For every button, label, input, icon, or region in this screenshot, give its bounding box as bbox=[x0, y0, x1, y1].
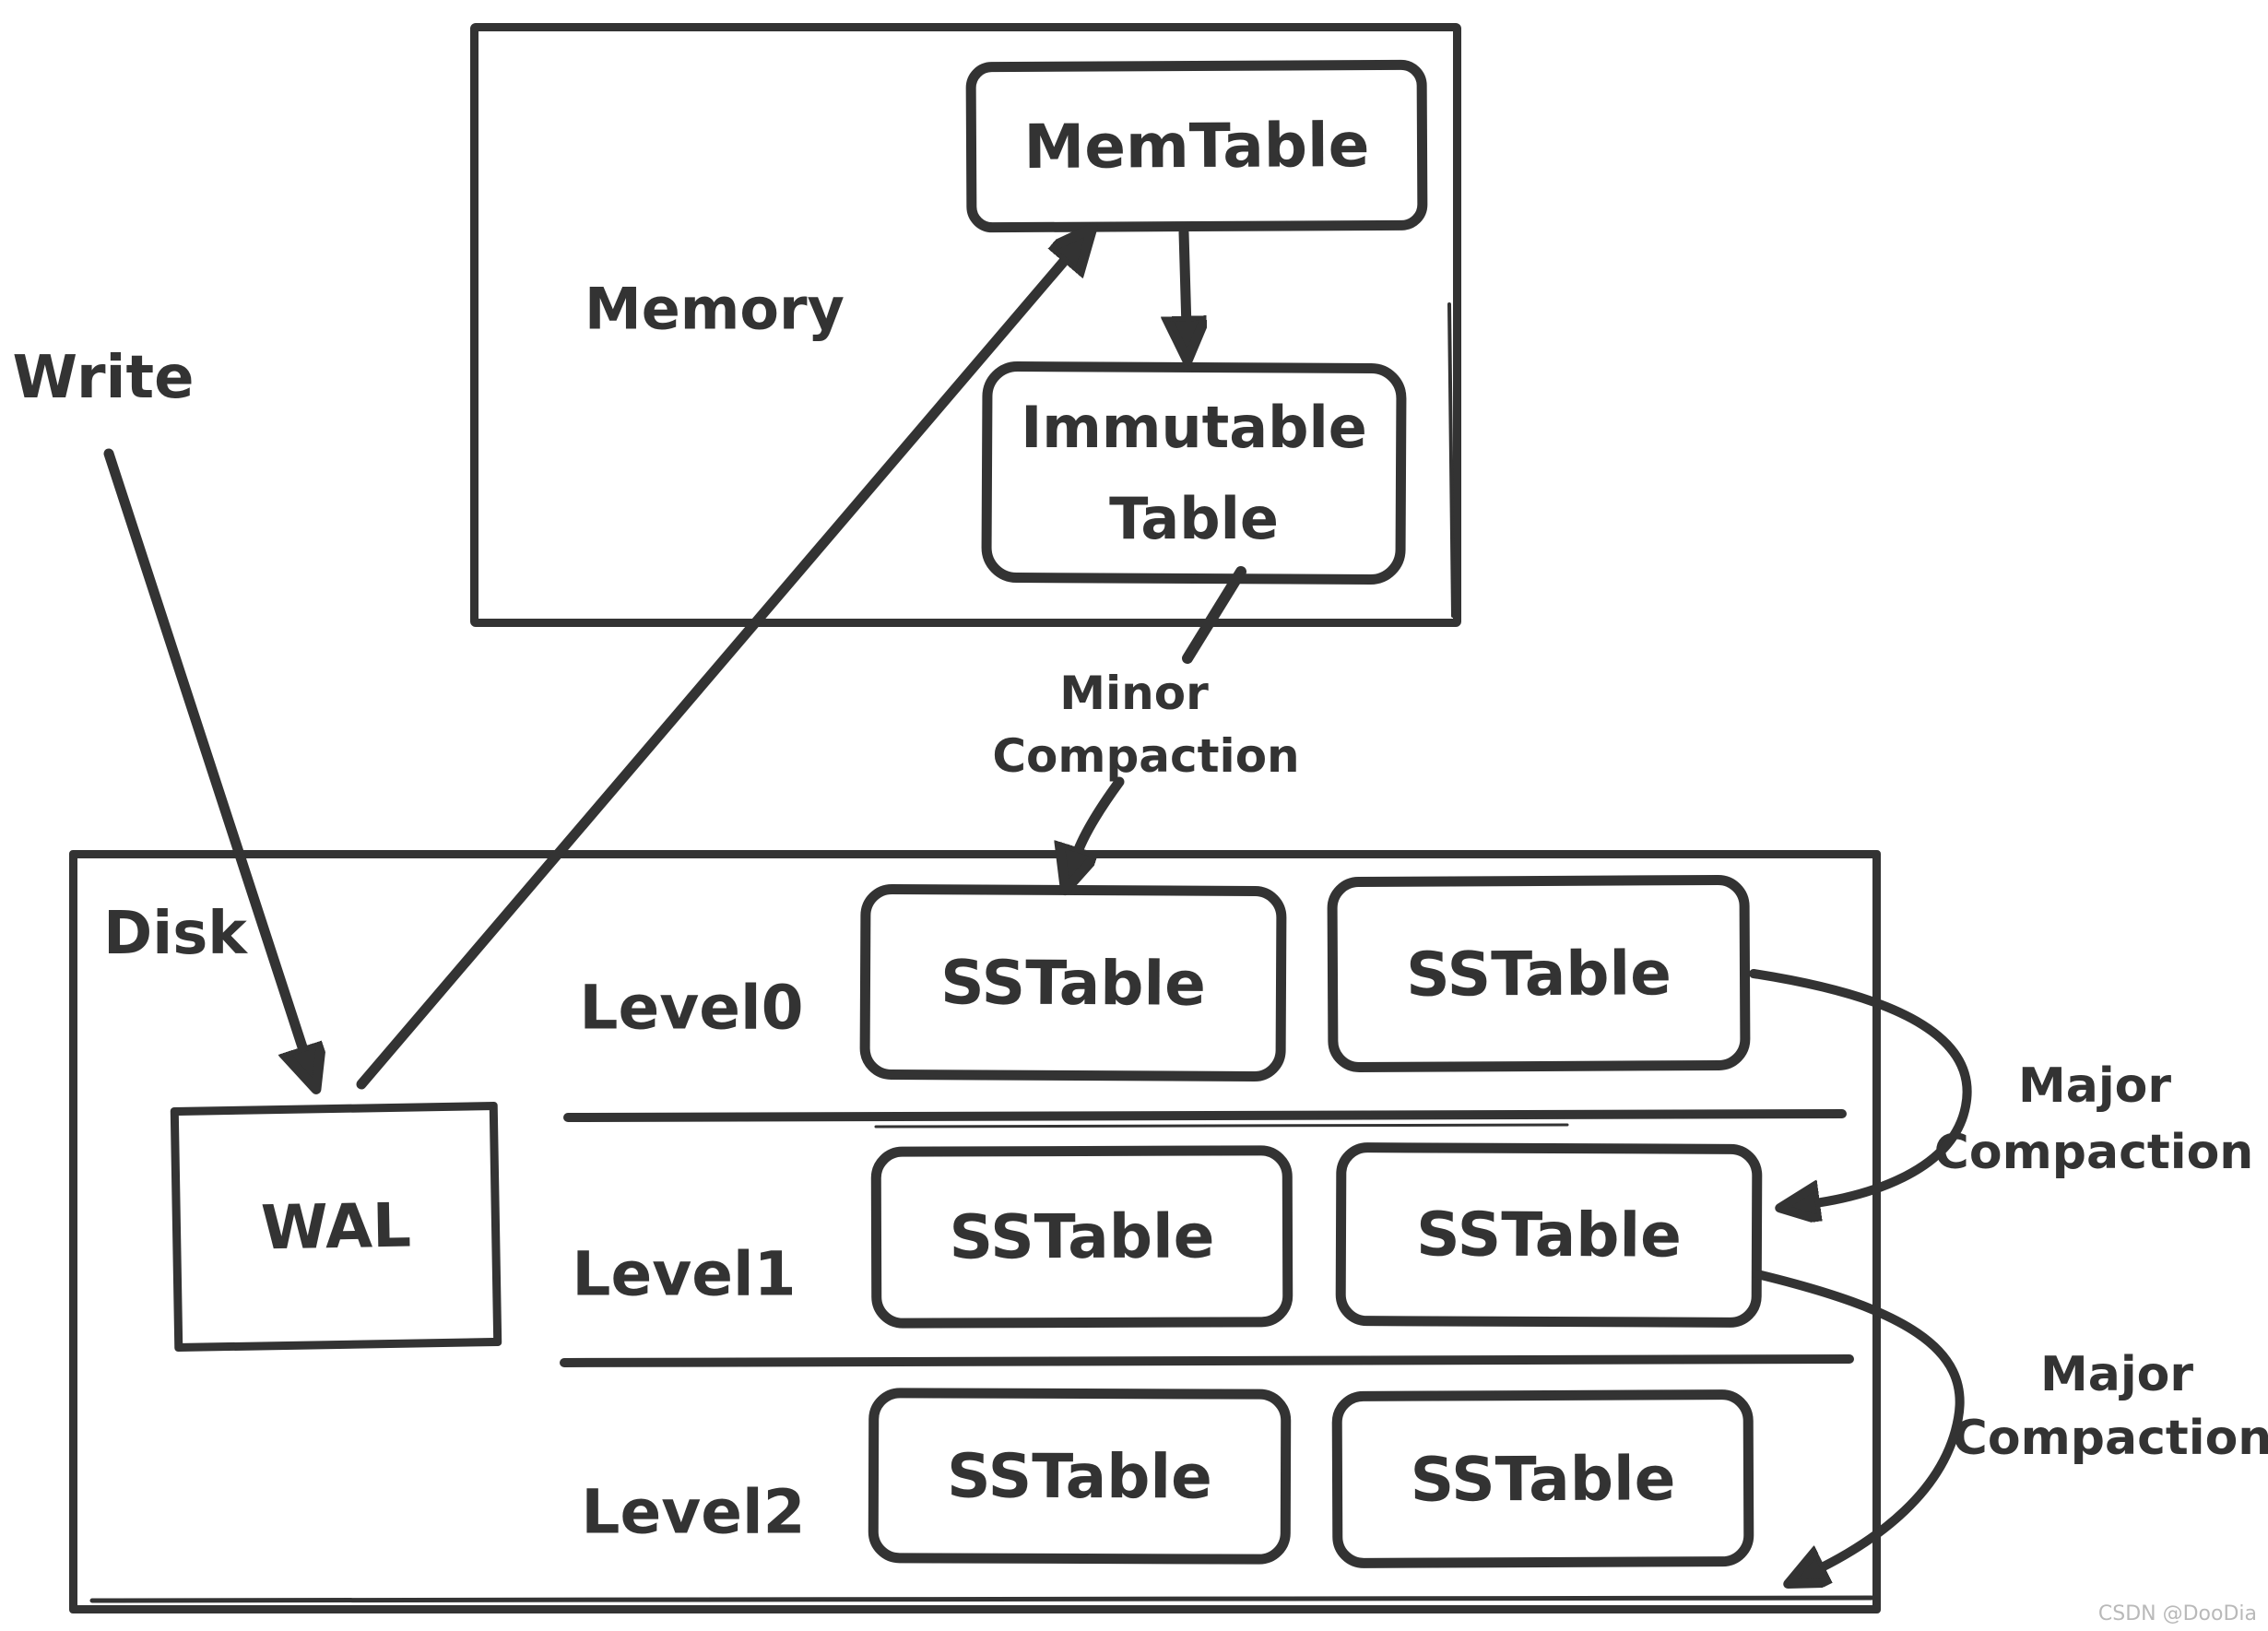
memtable-label: MemTable bbox=[1023, 110, 1370, 183]
major-compaction-1-label-line1: Major bbox=[2017, 1058, 2172, 1114]
sstable-box-level2-1: SSTable bbox=[868, 1388, 1292, 1565]
sstable-box-level0-2: SSTable bbox=[1327, 874, 1751, 1073]
minor-compaction-label-line1: Minor bbox=[1059, 667, 1209, 720]
sstable-box-level1-1: SSTable bbox=[870, 1145, 1293, 1329]
immutable-table-label-line1: Immutable bbox=[1021, 393, 1367, 461]
disk-label: Disk bbox=[103, 900, 247, 968]
minor-compaction-arrow bbox=[1075, 776, 1125, 859]
immutable-table-label: Immutable Table bbox=[1021, 382, 1367, 564]
major-compaction-2-label-line2: Compaction bbox=[1952, 1411, 2268, 1466]
wal-box: WAL bbox=[170, 1101, 502, 1353]
level2-label: Level2 bbox=[581, 1476, 806, 1548]
sstable-box-level0-1: SSTable bbox=[859, 883, 1287, 1082]
sstable-box-level1-2: SSTable bbox=[1335, 1141, 1763, 1329]
sstable-box-level2-2: SSTable bbox=[1331, 1389, 1754, 1568]
watermark: CSDN @DooDia bbox=[2097, 1602, 2257, 1625]
sstable-label: SSTable bbox=[949, 1200, 1215, 1273]
sstable-label: SSTable bbox=[1405, 937, 1672, 1011]
immutable-table-label-line2: Table bbox=[1109, 485, 1279, 552]
major-compaction-2-label-line1: Major bbox=[2039, 1347, 2194, 1402]
sstable-label: SSTable bbox=[946, 1439, 1213, 1513]
minor-compaction-label-line2: Compaction bbox=[992, 729, 1300, 783]
level0-label: Level0 bbox=[579, 972, 804, 1044]
write-label: Write bbox=[12, 344, 195, 412]
memtable-box: MemTable bbox=[965, 59, 1428, 233]
sstable-label: SSTable bbox=[1415, 1199, 1683, 1271]
sstable-label: SSTable bbox=[1410, 1442, 1676, 1516]
major-compaction-1-label-line2: Compaction bbox=[1933, 1125, 2254, 1180]
wal-label: WAL bbox=[260, 1189, 412, 1264]
memory-label: Memory bbox=[585, 275, 845, 343]
level1-label: Level1 bbox=[572, 1238, 797, 1310]
sstable-label: SSTable bbox=[939, 946, 1207, 1020]
